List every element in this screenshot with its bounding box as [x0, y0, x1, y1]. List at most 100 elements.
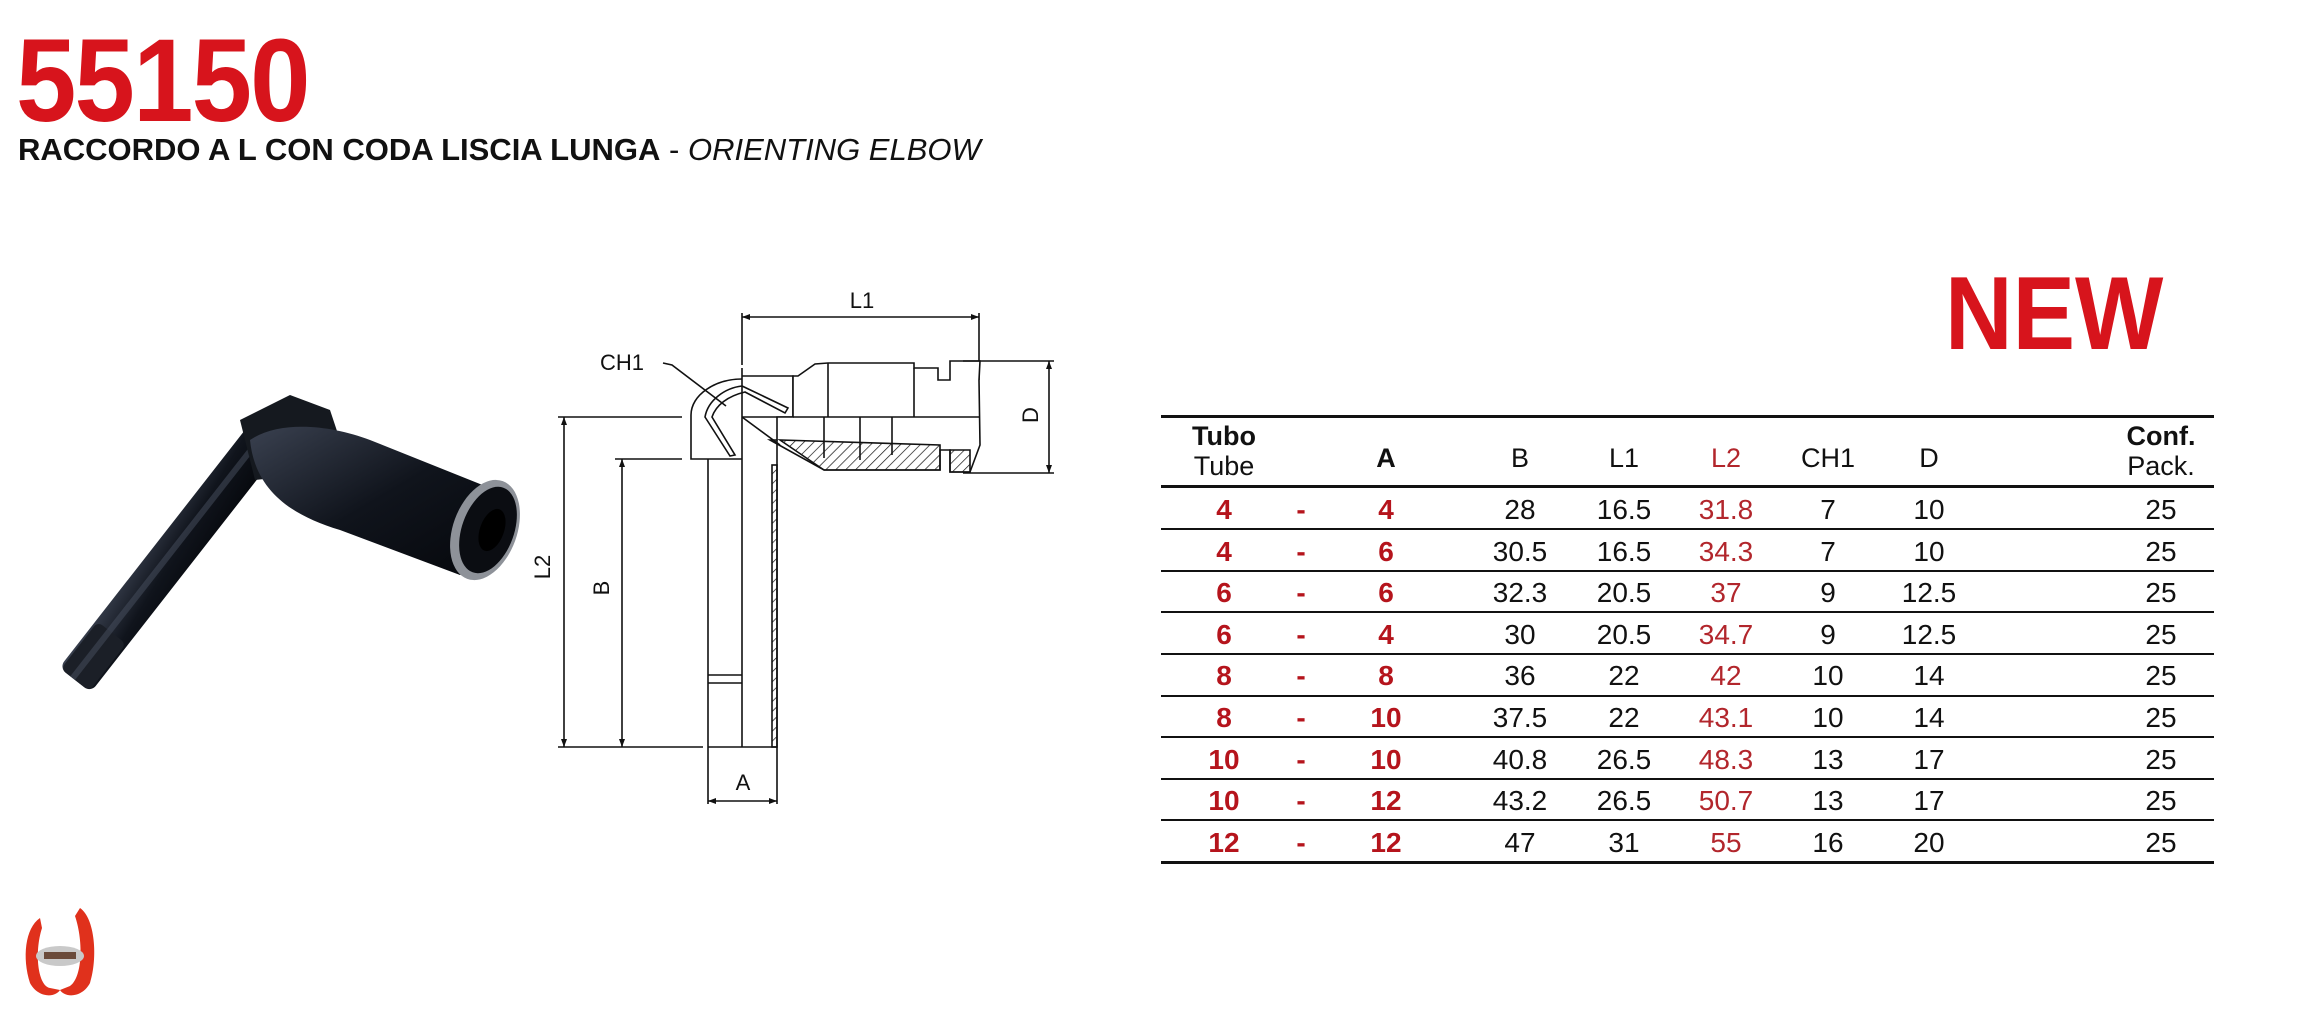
technical-drawing: L1 CH1 L2 B D A: [530, 288, 1054, 804]
cell-dash: -: [1296, 826, 1306, 858]
ch1-leader: [662, 362, 727, 407]
cell-d: 14: [1913, 702, 1945, 733]
cell-l1: 16.5: [1596, 494, 1652, 525]
cell-d: 12.5: [1901, 618, 1957, 650]
cell-l2: 37: [1710, 577, 1742, 609]
cell-b: 36: [1504, 660, 1536, 692]
product-code: 55150: [16, 15, 311, 147]
cell-tube: 4: [1216, 494, 1232, 525]
cell-l2: 48.3: [1698, 743, 1754, 775]
row-rule: [1161, 694, 2214, 697]
cell-tube: 10: [1208, 743, 1240, 775]
cell-pack: 25: [2145, 577, 2177, 609]
cell-l1: 20.5: [1596, 618, 1652, 650]
cell-ch1: 7: [1820, 535, 1836, 567]
header-ch1: CH1: [1800, 443, 1856, 473]
label-l1: L1: [850, 288, 874, 313]
header-l1: L1: [1608, 443, 1640, 473]
label-a: A: [736, 770, 751, 795]
cell-pack: 25: [2145, 702, 2177, 733]
cell-d: 17: [1913, 743, 1945, 775]
company-logo: [25, 908, 95, 996]
cell-dash: -: [1296, 535, 1306, 567]
row-rule: [1161, 736, 2214, 739]
cell-b: 37.5: [1492, 702, 1548, 733]
cell-a: 10: [1370, 743, 1402, 775]
cell-d: 17: [1913, 785, 1945, 817]
header-b: B: [1510, 443, 1530, 473]
row-rule: [1161, 819, 2214, 822]
cell-b: 43.2: [1492, 785, 1548, 817]
cell-l2: 31.8: [1698, 494, 1754, 525]
header-l2: L2: [1710, 443, 1742, 473]
cell-dash: -: [1296, 577, 1306, 609]
title-english: ORIENTING ELBOW: [687, 132, 981, 167]
cell-l1: 20.5: [1596, 577, 1652, 609]
cell-tube: 4: [1216, 535, 1232, 567]
cell-l1: 22: [1608, 702, 1640, 733]
cell-dash: -: [1296, 743, 1306, 775]
cell-pack: 25: [2145, 618, 2177, 650]
cell-d: 12.5: [1901, 577, 1957, 609]
cell-ch1: 10: [1812, 660, 1844, 692]
cell-a: 6: [1378, 577, 1394, 609]
cell-d: 14: [1913, 660, 1945, 692]
cell-a: 10: [1370, 702, 1402, 733]
cell-l1: 31: [1608, 826, 1640, 858]
cell-ch1: 13: [1812, 743, 1844, 775]
cell-l2: 34.3: [1698, 535, 1754, 567]
cell-ch1: 16: [1812, 826, 1844, 858]
cell-tube: 10: [1208, 785, 1240, 817]
cell-a: 4: [1378, 494, 1394, 525]
cell-dash: -: [1296, 618, 1306, 650]
cell-dash: -: [1296, 494, 1306, 525]
cell-ch1: 9: [1820, 577, 1836, 609]
dimensions-table: Tubo Tube A B L1 L2 CH1 D Conf. Pack. 4-…: [1161, 415, 2214, 865]
cell-d: 20: [1913, 826, 1945, 858]
row-rule: [1161, 569, 2214, 572]
cell-d: 10: [1913, 535, 1945, 567]
cell-dash: -: [1296, 660, 1306, 692]
cell-l2: 50.7: [1698, 785, 1754, 817]
cell-pack: 25: [2145, 785, 2177, 817]
header-conf: Conf.: [2126, 421, 2196, 451]
cell-dash: -: [1296, 785, 1306, 817]
cell-tube: 12: [1208, 826, 1240, 858]
cell-a: 4: [1378, 618, 1394, 650]
product-title: RACCORDO A L CON CODA LISCIA LUNGA - ORI…: [18, 134, 981, 165]
cell-a: 8: [1378, 660, 1394, 692]
label-d: D: [1018, 407, 1043, 423]
cell-b: 30.5: [1492, 535, 1548, 567]
cell-b: 28: [1504, 494, 1536, 525]
cell-ch1: 9: [1820, 618, 1836, 650]
cell-dash: -: [1296, 702, 1306, 733]
header-a: A: [1376, 443, 1396, 473]
cell-a: 12: [1370, 826, 1402, 858]
header-tube: Tube: [1193, 451, 1255, 481]
fitting-body: [240, 395, 520, 581]
cell-tube: 8: [1216, 702, 1232, 733]
row-rule: [1161, 777, 2214, 780]
cell-l2: 42: [1710, 660, 1742, 692]
header-d: D: [1919, 443, 1939, 473]
title-italian: RACCORDO A L CON CODA LISCIA LUNGA: [18, 132, 661, 167]
cell-l1: 16.5: [1596, 535, 1652, 567]
label-l2: L2: [530, 555, 555, 579]
fitting-tail: [62, 410, 291, 690]
new-badge: NEW: [1945, 256, 2164, 372]
cell-a: 6: [1378, 535, 1394, 567]
cell-b: 32.3: [1492, 577, 1548, 609]
cell-pack: 25: [2145, 826, 2177, 858]
cell-l1: 22: [1608, 660, 1640, 692]
label-ch1: CH1: [600, 350, 644, 375]
cell-l2: 43.1: [1698, 702, 1754, 733]
cell-ch1: 7: [1820, 494, 1836, 525]
product-photo: [62, 395, 520, 690]
label-b: B: [589, 581, 614, 596]
cell-d: 10: [1913, 494, 1945, 525]
cell-l1: 26.5: [1596, 743, 1652, 775]
cell-l2: 34.7: [1698, 618, 1754, 650]
cell-tube: 8: [1216, 660, 1232, 692]
cell-tube: 6: [1216, 618, 1232, 650]
cell-pack: 25: [2145, 494, 2177, 525]
